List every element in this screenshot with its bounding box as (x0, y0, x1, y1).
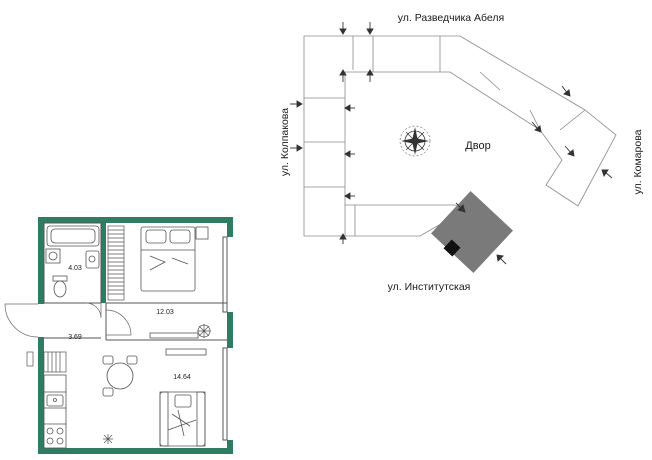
arrow-icon (344, 192, 355, 200)
sink-icon (85, 250, 100, 269)
arrow-icon (290, 144, 303, 152)
kitchen-counter (43, 374, 67, 449)
arrow-icon (339, 69, 347, 82)
toilet-icon (52, 275, 68, 298)
fan-icon (103, 434, 113, 444)
arrow-icon (455, 202, 466, 213)
arrow-icon (561, 85, 571, 97)
tv-stand-icon (165, 348, 207, 356)
nightstand-icon (195, 226, 209, 240)
room-area-hall: 3.69 (68, 334, 82, 341)
site-square-building-entrance (443, 239, 461, 257)
arrow-icon (531, 121, 542, 133)
interior-walls (43, 222, 228, 441)
wardrobe-icon (107, 225, 125, 301)
room-area-bath: 4.03 (68, 265, 82, 272)
arrow-icon (290, 100, 303, 108)
electrical-panel-icon (26, 351, 34, 367)
dining-table-icon (102, 355, 138, 397)
plant-icon (197, 324, 211, 338)
radiator-icon (43, 351, 67, 373)
arrow-icon (339, 233, 347, 244)
street-label-south: ул. Институтская (388, 281, 471, 293)
sofa-icon (159, 391, 206, 447)
compass-rose-icon (399, 125, 431, 157)
bathtub-icon (46, 225, 100, 247)
stove-icon (46, 427, 64, 445)
site-inner-line (304, 36, 586, 236)
arrow-icon (496, 254, 507, 265)
street-label-north: ул. Разведчика Абеля (398, 12, 505, 24)
room-area-bedroom: 12.03 (156, 309, 174, 316)
kitchen-sink-icon (46, 394, 64, 407)
arrow-icon (344, 150, 355, 158)
street-label-east: ул. Комарова (632, 129, 644, 194)
exterior-walls (38, 217, 233, 454)
arrow-icon (366, 22, 374, 35)
floor-plan (4, 217, 233, 454)
street-label-west: ул. Колпакова (279, 108, 291, 176)
site-square-building (431, 191, 513, 273)
yard-label: Двор (465, 140, 490, 152)
arrow-icon (366, 69, 374, 82)
entrance-door (4, 302, 132, 338)
bed-icon (140, 226, 196, 292)
room-area-kitchen-living: 14.64 (173, 374, 191, 381)
washing-machine-icon (45, 248, 61, 264)
arrow-icon (601, 169, 613, 179)
dresser-icon (149, 332, 199, 339)
arrow-icon (339, 22, 347, 35)
site-entrance-arrows (290, 22, 613, 265)
arrow-icon (344, 104, 355, 112)
arrow-icon (564, 145, 575, 157)
